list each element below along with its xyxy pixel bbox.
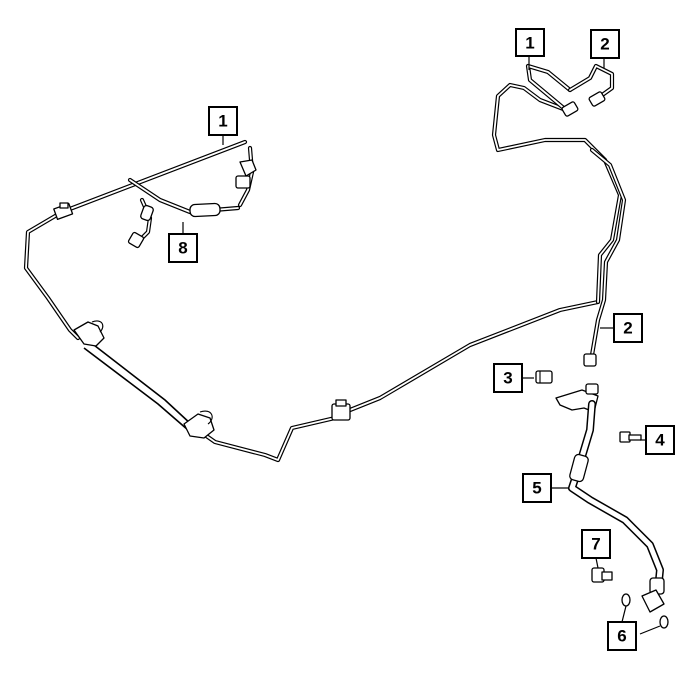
brake-hose-assembly-8 xyxy=(127,159,257,249)
tube-clip-upper-left xyxy=(53,202,74,221)
callout-label: 4 xyxy=(655,431,665,450)
callout-1-right-tube: 1 xyxy=(515,28,545,57)
callout-1-left-tube: 1 xyxy=(208,106,238,136)
part-7-banjo-bolt xyxy=(591,567,613,583)
callout-label: 3 xyxy=(503,369,512,388)
callout-6-washers: 6 xyxy=(607,621,637,651)
part-3-clip xyxy=(535,370,553,384)
callout-label: 1 xyxy=(525,34,534,53)
callout-2-right-tube-upper: 2 xyxy=(590,29,620,59)
tube-clip-center xyxy=(331,399,351,421)
main-brake-tube-left xyxy=(23,139,601,463)
part-6-washers xyxy=(621,593,669,629)
callout-label: 1 xyxy=(218,112,227,131)
callout-8-hose-assembly: 8 xyxy=(168,233,198,263)
callout-4-bolt: 4 xyxy=(645,425,675,455)
callout-2-right-tube-lower: 2 xyxy=(613,313,643,343)
brake-tube-right-2 xyxy=(567,63,627,367)
callout-label: 8 xyxy=(178,239,187,258)
part-4-bolt xyxy=(619,431,642,443)
callout-label: 2 xyxy=(623,319,632,338)
callout-label: 7 xyxy=(591,535,600,554)
callout-label: 2 xyxy=(600,35,609,54)
part-5-brake-hose xyxy=(568,400,665,613)
callout-label: 5 xyxy=(532,479,541,498)
callout-label: 6 xyxy=(617,627,626,646)
tube-clip-lower-left xyxy=(183,410,215,439)
callout-3-clip: 3 xyxy=(493,363,523,393)
brake-tube-right-1 xyxy=(491,63,623,305)
callout-5-brake-hose: 5 xyxy=(522,473,552,503)
callout-7-banjo-bolt: 7 xyxy=(581,529,611,559)
tube-clip-left xyxy=(73,320,105,347)
